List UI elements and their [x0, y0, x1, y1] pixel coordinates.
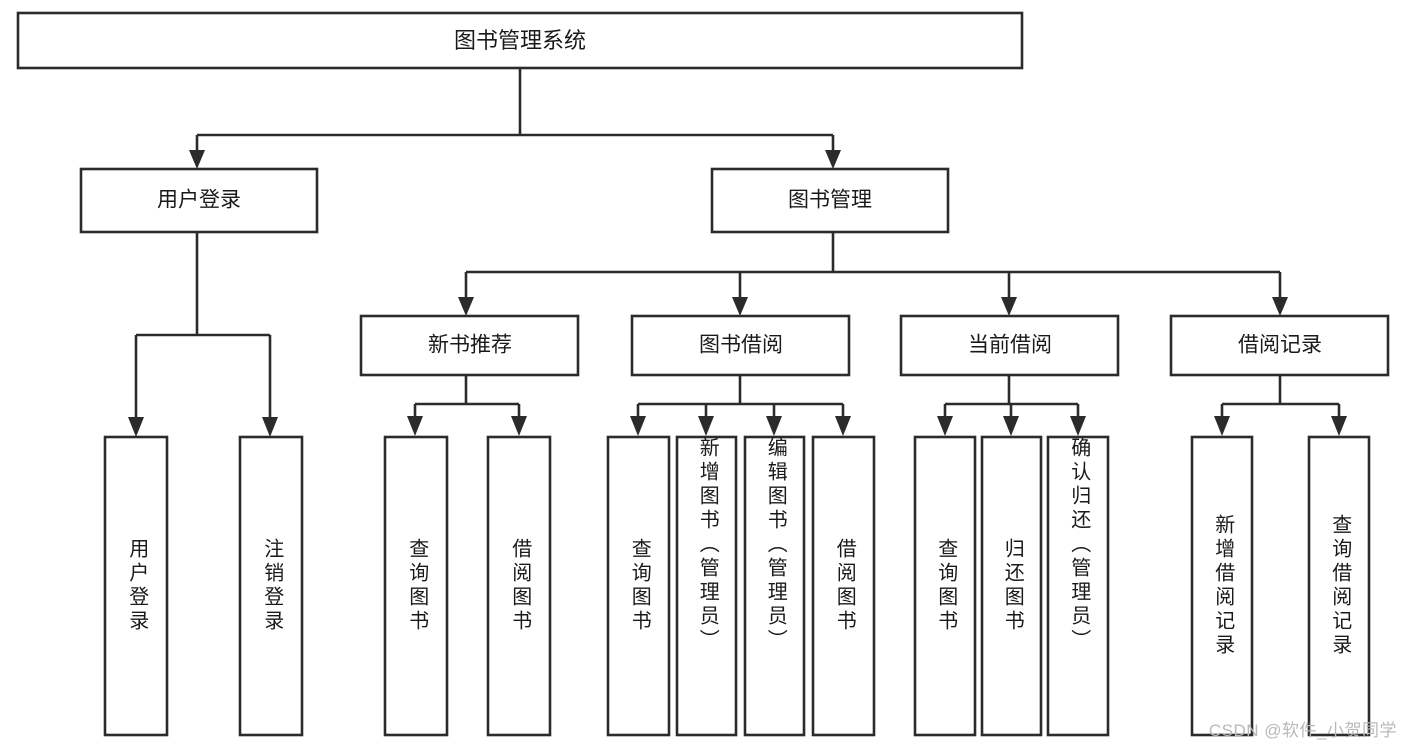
connector-current-borrow-to-leaves: [937, 375, 1086, 436]
node-user-login-label: 用户登录: [157, 189, 241, 212]
node-borrow-record-label: 借阅记录: [1238, 334, 1322, 357]
node-borrow-record[interactable]: 借阅记录: [1169, 314, 1390, 377]
arrow-head-icon: [1001, 297, 1017, 316]
node-new-book-recommend-label: 新书推荐: [428, 334, 512, 357]
node-book-borrow-label: 图书借阅: [699, 334, 783, 357]
leaf-box-query-book-3[interactable]: [913, 435, 977, 737]
leaf-box-user-login[interactable]: [103, 435, 169, 737]
arrow-head-icon: [732, 297, 748, 316]
leaf-box-query-book-2[interactable]: [606, 435, 671, 737]
arrow-head-icon: [458, 297, 474, 316]
arrow-head-icon: [630, 416, 646, 436]
leaf-box-add-borrow-record[interactable]: [1190, 435, 1254, 737]
arrow-head-icon: [766, 416, 782, 436]
connector-book-manage-to-level3: [458, 232, 1288, 316]
arrow-head-icon: [1214, 416, 1230, 436]
arrow-head-icon: [1272, 297, 1288, 316]
arrow-head-icon: [1331, 416, 1347, 436]
arrow-head-icon: [1070, 416, 1086, 436]
node-root-book-management-system[interactable]: 图书管理系统: [16, 11, 1024, 70]
arrow-head-icon: [407, 416, 423, 436]
arrow-head-icon: [825, 150, 841, 169]
node-new-book-recommend[interactable]: 新书推荐: [359, 314, 580, 377]
leaf-box-query-borrow-record[interactable]: [1307, 435, 1371, 737]
arrow-head-icon: [189, 150, 205, 169]
leaf-box-edit-book-admin[interactable]: [743, 435, 806, 737]
connector-borrow-record-to-leaves: [1214, 375, 1347, 436]
arrow-head-icon: [1003, 416, 1019, 436]
arrow-head-icon: [128, 417, 144, 437]
leaf-box-borrow-book-1[interactable]: [486, 435, 552, 737]
arrow-head-icon: [698, 416, 714, 436]
node-user-login[interactable]: 用户登录: [79, 167, 319, 234]
node-book-management[interactable]: 图书管理: [710, 167, 950, 234]
connector-user-login-to-leaves: [128, 232, 278, 437]
leaf-box-return-book[interactable]: [980, 435, 1043, 737]
arrow-head-icon: [835, 416, 851, 436]
connector-book-borrow-to-leaves: [630, 375, 851, 436]
arrow-head-icon: [937, 416, 953, 436]
node-current-borrow[interactable]: 当前借阅: [899, 314, 1120, 377]
connector-new-book-to-leaves: [407, 375, 527, 436]
leaf-box-confirm-return-admin[interactable]: [1046, 435, 1110, 737]
arrow-head-icon: [511, 416, 527, 436]
node-book-management-label: 图书管理: [788, 189, 872, 212]
leaf-box-query-book-1[interactable]: [383, 435, 449, 737]
leaf-box-borrow-book-2[interactable]: [811, 435, 876, 737]
leaf-box-logout[interactable]: [238, 435, 304, 737]
arrow-head-icon: [262, 417, 278, 437]
node-book-borrow[interactable]: 图书借阅: [630, 314, 851, 377]
connector-root-to-level2: [189, 68, 841, 169]
node-current-borrow-label: 当前借阅: [968, 334, 1052, 357]
node-root-label: 图书管理系统: [454, 28, 586, 53]
leaf-box-add-book-admin[interactable]: [675, 435, 738, 737]
csdn-watermark: CSDN @软件_小贺同学: [1208, 721, 1397, 740]
